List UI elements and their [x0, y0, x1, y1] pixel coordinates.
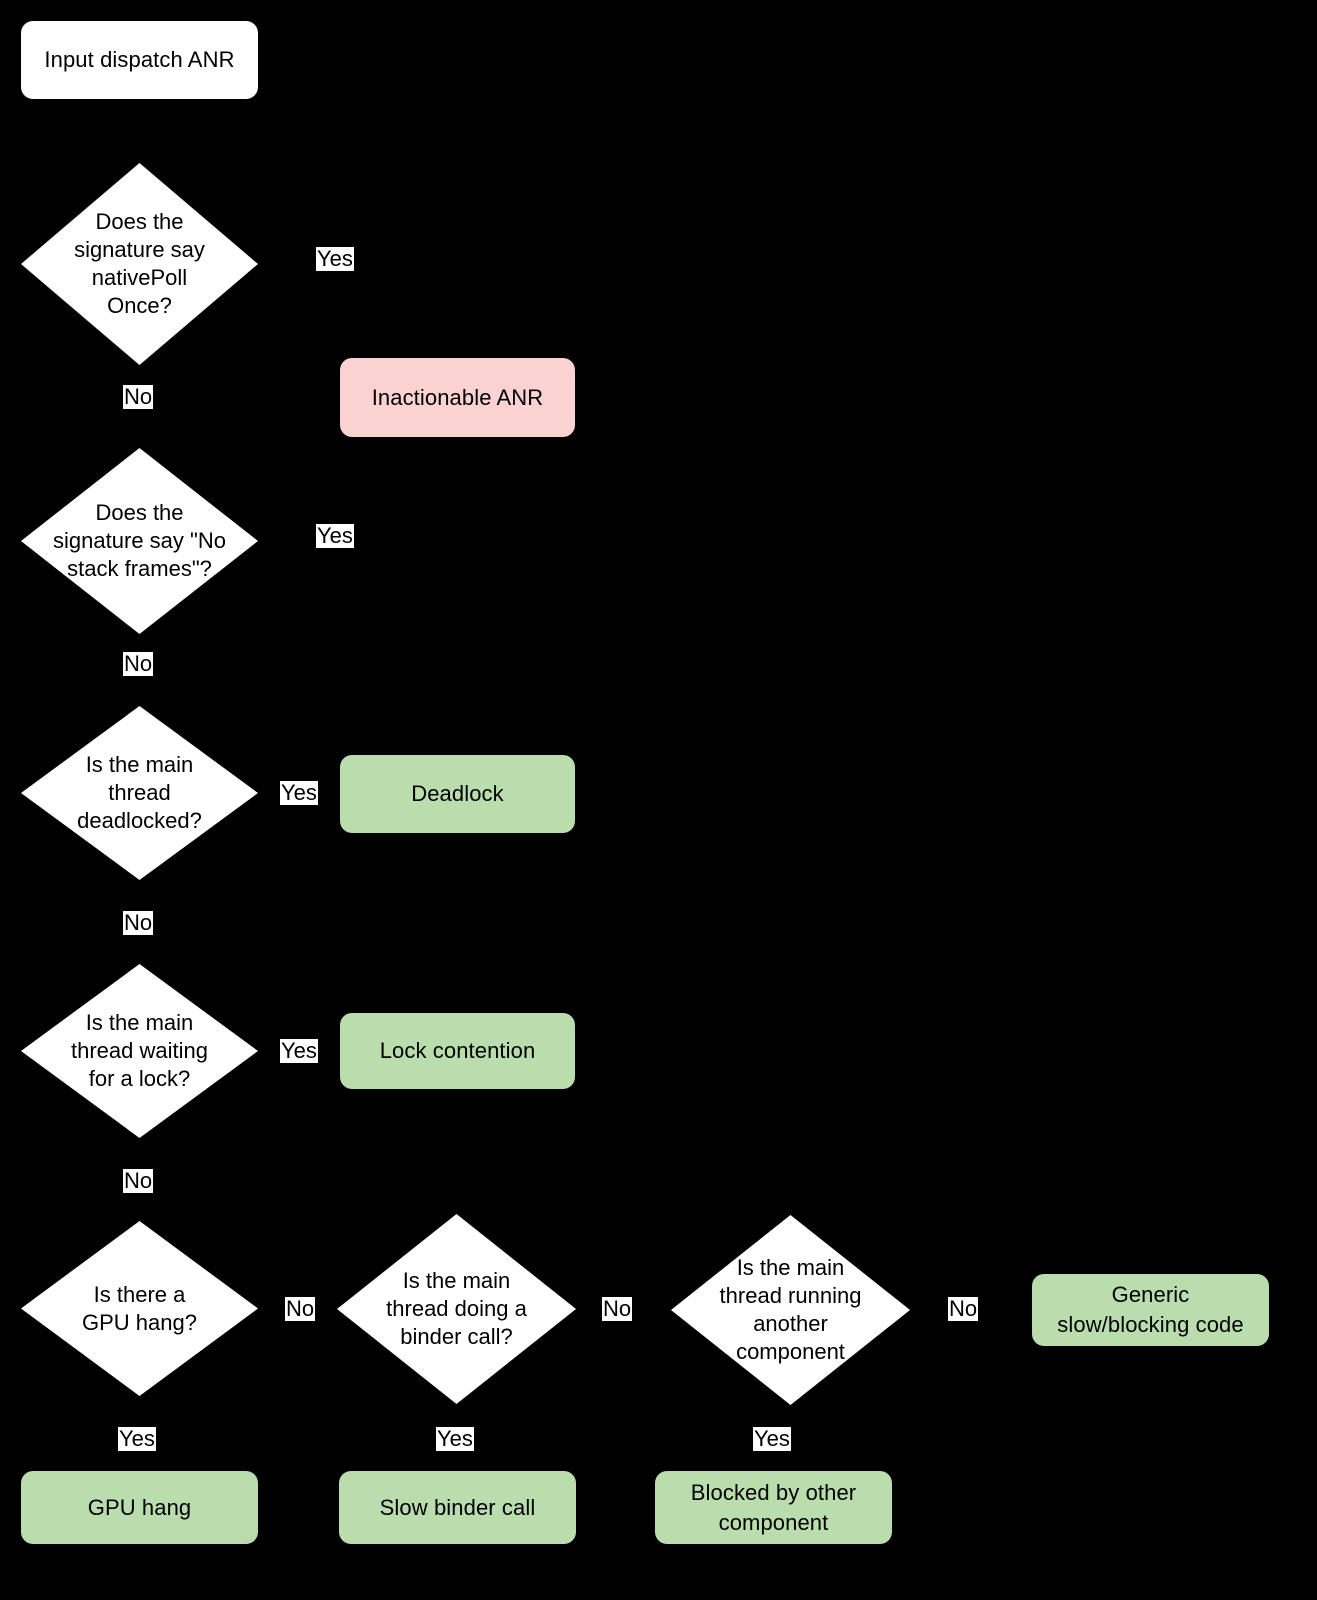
node-input-dispatch-anr[interactable]: Input dispatch ANR	[21, 21, 258, 99]
node-slow-binder-call-label: Slow binder call	[379, 1494, 536, 1520]
edge-label-d3-no: No	[123, 910, 154, 935]
node-decision-no-stack-frames[interactable]: Does the signature say "No stack frames"…	[21, 448, 258, 634]
node-inactionable-anr[interactable]: Inactionable ANR	[340, 358, 575, 437]
node-generic-slow-blocking-code-label: Generic slow/blocking code	[1057, 1282, 1244, 1337]
node-lock-contention[interactable]: Lock contention	[340, 1013, 575, 1089]
node-decision-gpu-hang[interactable]: Is there a GPU hang?	[21, 1221, 258, 1396]
edge-d1-yes-drop	[456, 263, 458, 358]
diamond-shape	[21, 706, 258, 880]
diamond-shape	[671, 1215, 910, 1405]
edge-label-d5-yes: Yes	[118, 1426, 156, 1451]
node-deadlock-label: Deadlock	[411, 781, 504, 806]
diamond-shape	[21, 1221, 258, 1396]
edge-label-d3-yes: Yes	[280, 780, 318, 805]
edge-label-d7-yes: Yes	[753, 1426, 791, 1451]
node-decision-nativepolllonce[interactable]: Does the signature say nativePoll Once?	[21, 163, 258, 365]
node-decision-waiting-for-lock[interactable]: Is the main thread waiting for a lock?	[21, 964, 258, 1138]
node-deadlock[interactable]: Deadlock	[340, 755, 575, 833]
edge-d1-yes-to-inactionable	[257, 263, 457, 265]
edge-d2-yes-to-inactionable	[257, 539, 457, 541]
node-generic-slow-blocking-code[interactable]: Generic slow/blocking code	[1032, 1274, 1269, 1346]
node-blocked-by-other-component-label: Blocked by other component	[690, 1479, 857, 1535]
node-decision-running-another-component[interactable]: Is the main thread running another compo…	[671, 1215, 910, 1405]
node-inactionable-anr-label: Inactionable ANR	[371, 384, 544, 410]
edge-label-d2-no: No	[123, 651, 154, 676]
node-gpu-hang-label: GPU hang	[87, 1494, 192, 1520]
edge-label-d6-no: No	[602, 1296, 633, 1321]
node-blocked-by-other-component[interactable]: Blocked by other component	[655, 1471, 892, 1544]
edge-label-d4-yes: Yes	[280, 1038, 318, 1063]
edge-label-d6-yes: Yes	[436, 1426, 474, 1451]
edge-label-d1-yes: Yes	[316, 246, 354, 271]
diamond-shape	[21, 163, 258, 365]
diamond-shape	[337, 1214, 576, 1404]
edge-label-d1-no: No	[123, 384, 154, 409]
edge-label-d5-no: No	[285, 1296, 316, 1321]
node-decision-main-thread-deadlocked[interactable]: Is the main thread deadlocked?	[21, 706, 258, 880]
diamond-shape	[21, 448, 258, 634]
edge-label-d2-yes: Yes	[316, 523, 354, 548]
edge-label-d7-no: No	[948, 1296, 979, 1321]
node-input-dispatch-anr-label: Input dispatch ANR	[44, 47, 235, 72]
diamond-shape	[21, 964, 258, 1138]
edge-start-to-d1	[138, 99, 140, 163]
node-gpu-hang[interactable]: GPU hang	[21, 1471, 258, 1544]
node-slow-binder-call[interactable]: Slow binder call	[339, 1471, 576, 1544]
node-decision-binder-call[interactable]: Is the main thread doing a binder call?	[337, 1214, 576, 1404]
edge-label-d4-no: No	[123, 1168, 154, 1193]
node-lock-contention-label: Lock contention	[379, 1038, 536, 1063]
